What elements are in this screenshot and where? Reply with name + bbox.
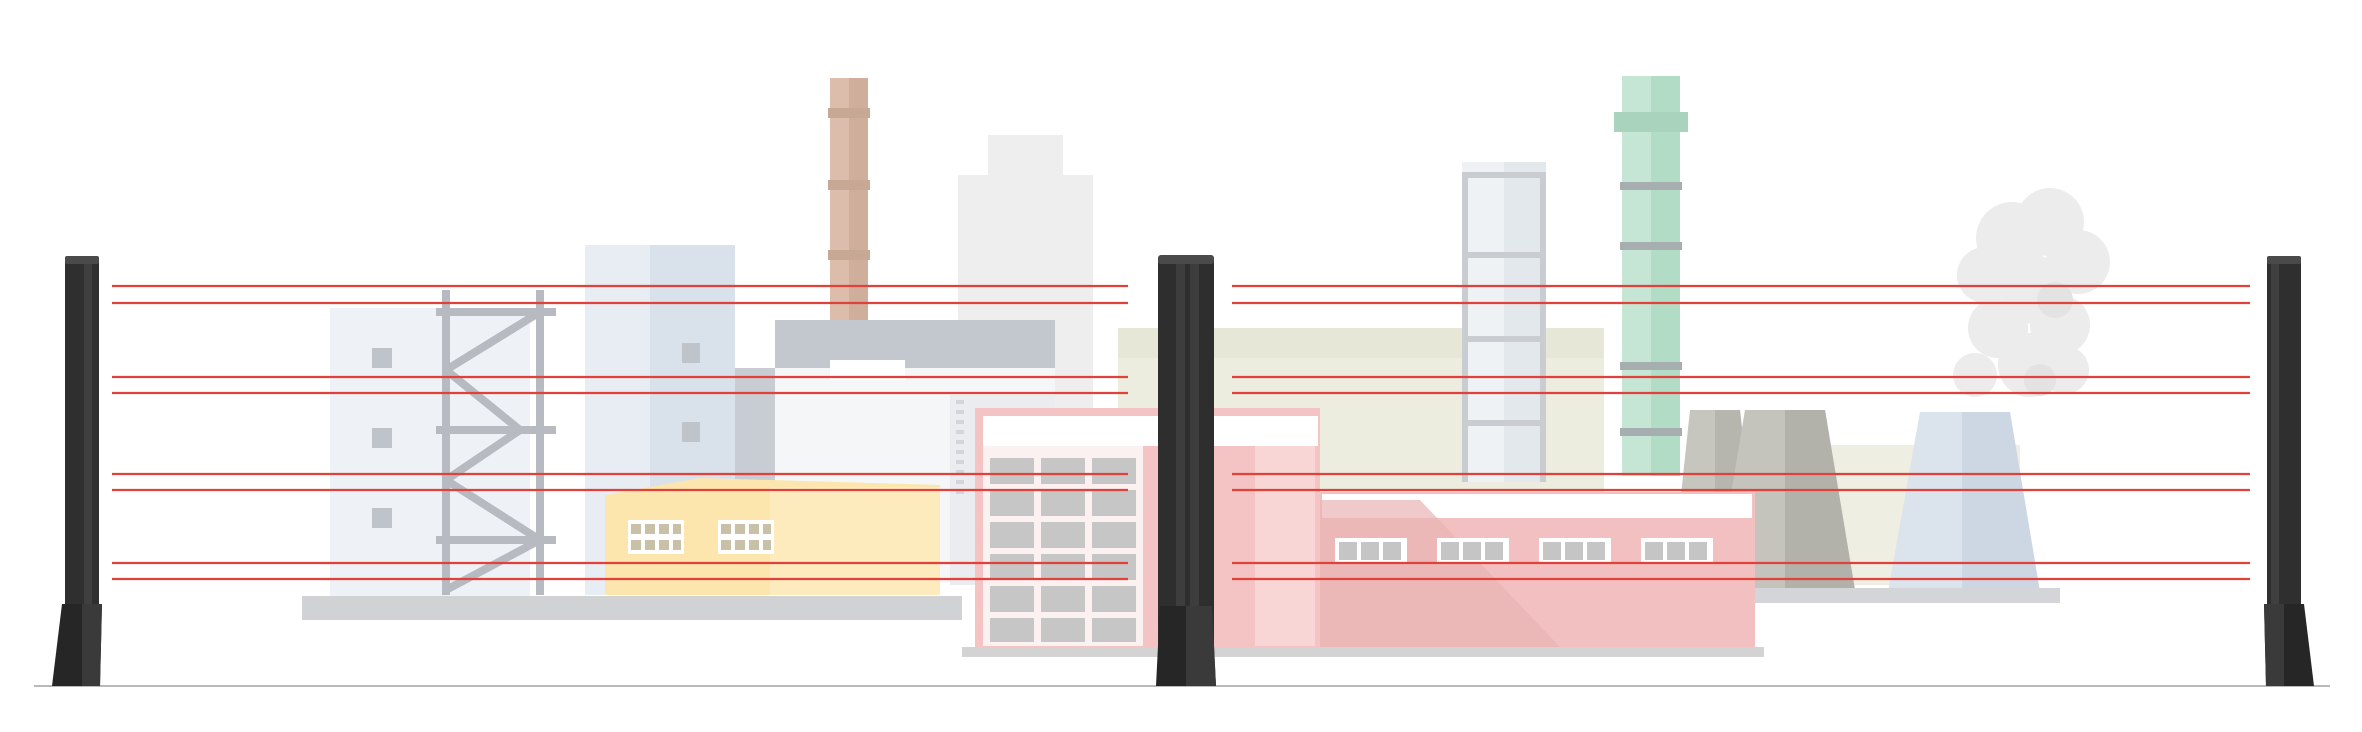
chimney-icon [828, 78, 870, 323]
left-base-slab [302, 596, 962, 620]
beam-post-icon [1156, 255, 1216, 686]
center-base-slab [962, 647, 1764, 657]
long-pink-factory-building [1320, 492, 1755, 647]
smoke-shadow [2024, 282, 2073, 396]
vent-slats [956, 400, 964, 494]
smoke-icon [1953, 188, 2110, 397]
yellow-warehouse-building [605, 478, 940, 595]
scaffold-stairs-icon [436, 290, 556, 595]
beam-post-icon [52, 256, 102, 686]
right-base-slab [1750, 588, 2060, 603]
lattice-tower-icon [1462, 162, 1546, 482]
green-chimney-icon [1614, 76, 1688, 476]
beam-post-icon [2264, 256, 2314, 686]
pink-factory-building [975, 408, 1320, 648]
factory-grid-window [990, 458, 1136, 642]
beam-lines [112, 284, 2250, 581]
left-plant-building [330, 308, 530, 598]
factory-windows [1335, 538, 1713, 564]
cooling-tower-blue-icon [1888, 412, 2040, 592]
background-building-tall-top [988, 135, 1063, 180]
